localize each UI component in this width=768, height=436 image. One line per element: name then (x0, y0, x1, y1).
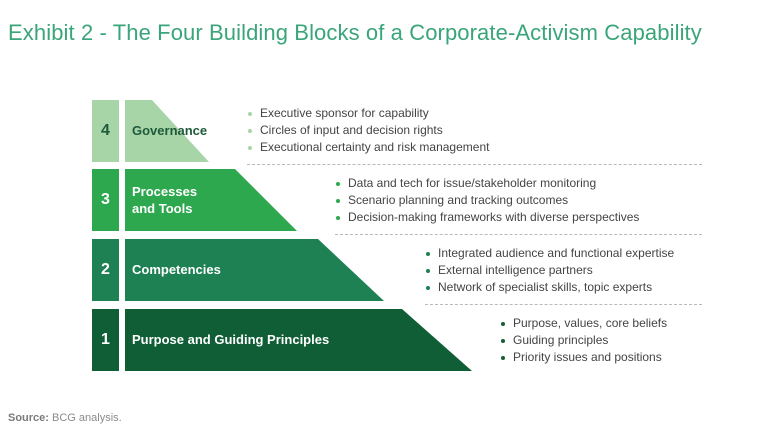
source-note: Source: BCG analysis. (8, 412, 122, 424)
source-text: BCG analysis. (52, 412, 122, 424)
list-item: Guiding principles (500, 332, 667, 349)
bullet-dot-icon (248, 112, 252, 116)
level-2-bullets: Integrated audience and functional exper… (425, 245, 674, 296)
list-item: Scenario planning and tracking outcomes (335, 192, 639, 209)
level-3-number: 3 (101, 191, 110, 208)
divider-line (425, 304, 702, 305)
level-2-number: 2 (101, 261, 110, 278)
list-item: External intelligence partners (425, 262, 674, 279)
list-item: Priority issues and positions (500, 349, 667, 366)
level-1-block (125, 309, 472, 371)
level-3-block (125, 169, 297, 231)
list-item: Decision-making frameworks with diverse … (335, 209, 639, 226)
level-2-block (125, 239, 384, 301)
bullet-dot-icon (426, 286, 430, 290)
level-1-label: Purpose and Guiding Principles (132, 332, 330, 347)
bullet-dot-icon (501, 322, 505, 326)
level-2-label: Competencies (132, 262, 221, 277)
bullet-dot-icon (501, 356, 505, 360)
level-1-number-block (92, 309, 119, 371)
level-3-bullets: Data and tech for issue/stakeholder moni… (335, 175, 639, 226)
list-item: Integrated audience and functional exper… (425, 245, 674, 262)
list-item: Purpose, values, core beliefs (500, 315, 667, 332)
source-label: Source: (8, 412, 49, 424)
level-4-number: 4 (101, 122, 110, 139)
bullet-dot-icon (501, 339, 505, 343)
level-1-bullets: Purpose, values, core beliefs Guiding pr… (500, 315, 667, 366)
level-2-number-block (92, 239, 119, 301)
level-3-label: Processes and Tools (132, 184, 198, 216)
bullet-dot-icon (248, 129, 252, 133)
bullet-dot-icon (336, 216, 340, 220)
bullet-dot-icon (426, 252, 430, 256)
list-item: Network of specialist skills, topic expe… (425, 279, 674, 296)
level-1-number: 1 (101, 331, 110, 348)
level-4-block (125, 100, 209, 162)
level-4-bullets: Executive sponsor for capability Circles… (247, 105, 489, 156)
level-3-number-block (92, 169, 119, 231)
divider-line (247, 164, 702, 165)
bullet-dot-icon (426, 269, 430, 273)
list-item: Executive sponsor for capability (247, 105, 489, 122)
bullet-dot-icon (336, 199, 340, 203)
list-item: Circles of input and decision rights (247, 122, 489, 139)
exhibit-title: Exhibit 2 - The Four Building Blocks of … (8, 20, 702, 45)
level-4-number-block (92, 100, 119, 162)
list-item: Data and tech for issue/stakeholder moni… (335, 175, 639, 192)
bullet-dot-icon (248, 146, 252, 150)
level-4-label: Governance (132, 123, 208, 138)
list-item: Executional certainty and risk managemen… (247, 139, 489, 156)
divider-line (335, 234, 702, 235)
bullet-dot-icon (336, 182, 340, 186)
